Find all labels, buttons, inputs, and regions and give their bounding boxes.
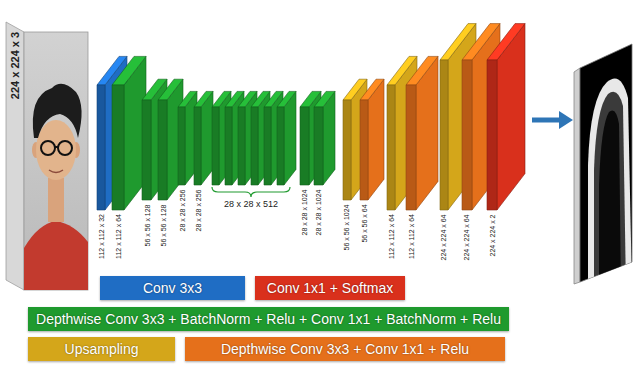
legend-swatch: Conv 1x1 + Softmax <box>255 276 405 300</box>
slab-front-face <box>343 100 351 200</box>
slab-top-face <box>314 91 335 107</box>
slab-front-face <box>251 107 258 185</box>
slab-front-face <box>178 107 185 185</box>
legend-text: Conv 1x1 + Softmax <box>267 281 393 295</box>
layer-slab <box>194 91 213 185</box>
layer-dimension: 28 x 28 x 256 <box>178 189 185 231</box>
photo-mouth <box>49 170 63 173</box>
slab-front-face <box>194 107 201 185</box>
mask-silhouette-core <box>599 111 621 291</box>
photo-glasses <box>41 141 55 155</box>
arrow-shaft <box>532 118 561 123</box>
layer-slab <box>314 91 335 185</box>
legend-text: Conv 3x3 <box>143 281 202 295</box>
slab-front-face <box>264 107 271 185</box>
legend-swatch: Depthwise Conv 3x3 + BatchNorm + Relu + … <box>28 307 509 331</box>
layer-dimension: 224 x 224 x 64 <box>440 214 447 260</box>
slab-top-face <box>112 56 146 85</box>
slab-front-face <box>314 107 323 185</box>
slab-side-face <box>284 91 296 185</box>
slab-front-face <box>158 100 167 200</box>
mask-silhouette-inner <box>594 92 626 290</box>
layer-dimension: 28 x 28 x 1024 <box>315 189 322 235</box>
arrow-head <box>559 111 573 129</box>
slab-front-face <box>277 107 284 185</box>
legend-swatch: Conv 3x3 <box>100 276 245 300</box>
slab-front-face <box>300 107 309 185</box>
legend-swatch: Upsampling <box>28 337 175 361</box>
layer-dimension: 112 x 112 x 64 <box>387 214 394 259</box>
layer-dimension: 224 x 224 x 64 <box>463 214 470 260</box>
output-mask <box>574 44 632 290</box>
layer-dimension: 56 x 56 x 1024 <box>343 204 350 250</box>
input-photo <box>6 22 88 290</box>
slab-front-face <box>212 107 219 185</box>
slab-top-face <box>487 24 525 60</box>
slab-front-face <box>112 85 124 210</box>
layer-slab <box>112 56 146 210</box>
slab-front-face <box>142 100 151 200</box>
slab-top-face <box>277 91 296 107</box>
input-size-label: 224 x 224 x 3 <box>10 32 21 99</box>
legend-text: Depthwise Conv 3x3 + BatchNorm + Relu + … <box>36 312 501 326</box>
layer-dimension: 28 x 28 x 1024 <box>301 189 308 235</box>
mask-silhouette <box>588 78 632 290</box>
layer-dimension: 112 x 112 x 64 <box>114 214 121 259</box>
photo-front <box>24 32 88 290</box>
slab-front-face <box>238 107 245 185</box>
photo-glasses <box>58 141 72 155</box>
photo-face <box>36 120 76 180</box>
slab-front-face <box>225 107 232 185</box>
slab-top-face <box>194 91 213 107</box>
slab-front-face <box>387 85 395 210</box>
slab-front-face <box>97 85 105 210</box>
slab-top-face <box>158 79 183 100</box>
photo-side-face <box>6 22 24 290</box>
layer-slab <box>487 24 525 210</box>
slab-side-face <box>201 91 213 185</box>
mask-side-face <box>574 68 580 284</box>
slab-front-face <box>440 60 448 210</box>
slab-top-face <box>360 79 384 100</box>
output-arrow <box>532 111 573 129</box>
photo-hair <box>33 84 82 138</box>
layer-slab <box>360 79 384 200</box>
photo-neck <box>48 178 64 222</box>
layer-dimension: 112 x 112 x 64 <box>407 214 414 259</box>
photo-glasses-bridge <box>55 146 58 148</box>
group-bracket <box>212 187 290 197</box>
legend-swatch: Depthwise Conv 3x3 + Conv 1x1 + Relu <box>185 337 505 361</box>
group-dimension: 28 x 28 x 512 <box>224 200 278 209</box>
layer-dimension: 56 x 56 x 64 <box>361 204 368 242</box>
layer-dimension: 112 x 112 x 32 <box>97 214 104 259</box>
slab-front-face <box>360 100 368 200</box>
photo-shirt <box>24 221 88 290</box>
slab-top-face <box>406 56 438 85</box>
layer-slab <box>406 56 438 210</box>
slab-front-face <box>462 60 472 210</box>
slab-top-face <box>178 91 197 107</box>
layer-stack <box>97 24 525 210</box>
slab-side-face <box>323 91 335 185</box>
legend-text: Upsampling <box>65 342 139 356</box>
layer-dimension: 28 x 28 x 256 <box>194 189 201 231</box>
legend-text: Depthwise Conv 3x3 + Conv 1x1 + Relu <box>221 342 469 356</box>
layer-dimension: 56 x 56 x 128 <box>159 204 166 246</box>
slab-front-face <box>487 60 497 210</box>
slab-front-face <box>406 85 416 210</box>
layer-slab <box>277 91 296 185</box>
layer-dimension: 56 x 56 x 128 <box>143 204 150 246</box>
layer-dimension: 224 x 224 x 2 <box>489 214 496 256</box>
